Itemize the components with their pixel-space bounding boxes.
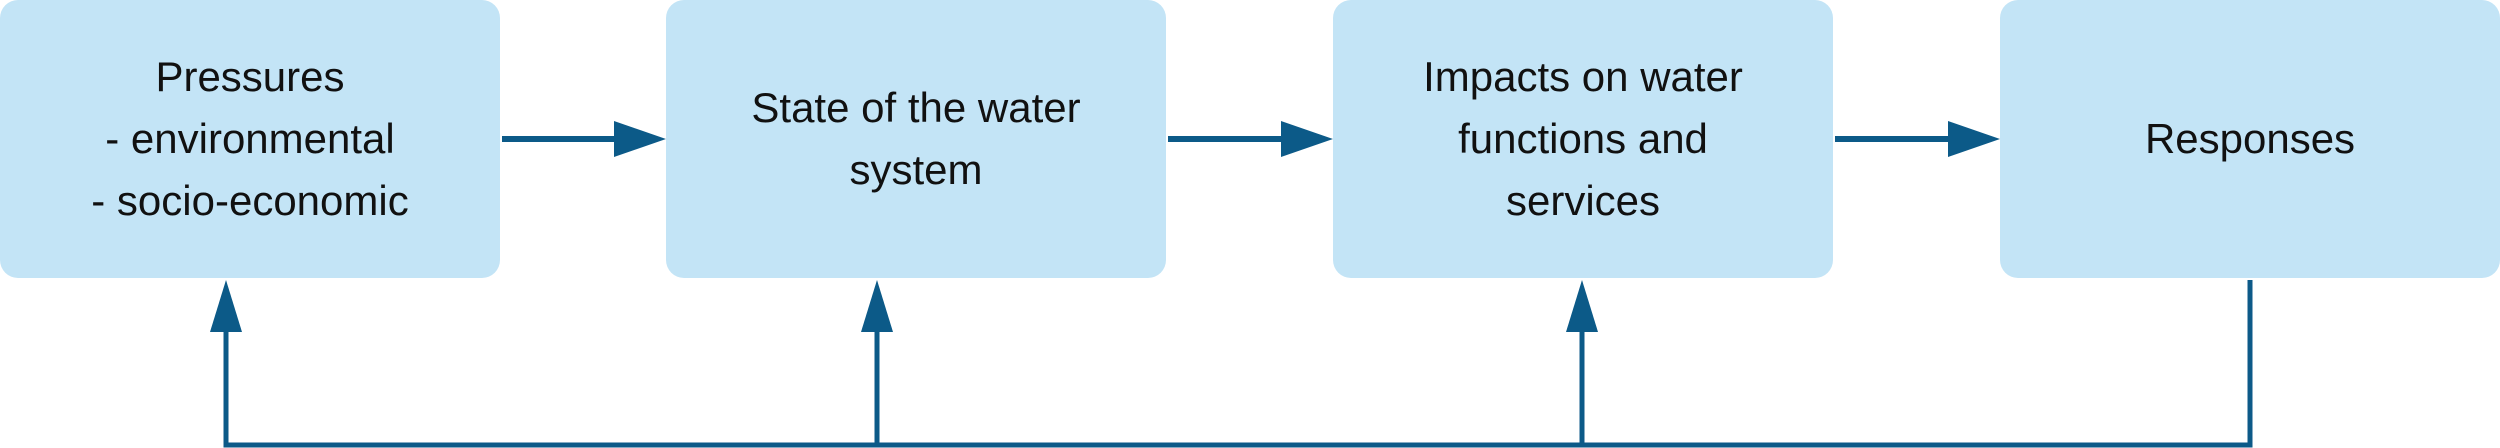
impacts-box-line-2: functions and	[1458, 115, 1708, 162]
arrow-state-to-impacts-head	[1281, 121, 1333, 157]
state-box-line-2: system	[849, 146, 983, 193]
pressures-box-text: Pressures - environmental - socio-econom…	[91, 46, 408, 232]
pressures-box-line-3: - socio-economic	[91, 177, 409, 224]
pressures-box: Pressures - environmental - socio-econom…	[0, 0, 500, 278]
pressures-box-line-2: - environmental	[105, 115, 395, 162]
state-box: State of the water system	[666, 0, 1166, 278]
responses-box-line-1: Responses	[2144, 115, 2356, 162]
state-box-line-1: State of the water	[751, 84, 1081, 131]
impacts-box: Impacts on water functions and services	[1333, 0, 1833, 278]
arrow-impacts-to-responses-head	[1948, 121, 2000, 157]
pressures-box-line-1: Pressures	[155, 53, 345, 100]
feedback-arrow-to-pressures-head	[210, 280, 242, 332]
arrow-pressures-to-state-head	[614, 121, 666, 157]
responses-box-text: Responses	[2145, 108, 2355, 170]
impacts-box-line-3: services	[1505, 177, 1661, 224]
feedback-arrow-to-impacts-head	[1566, 280, 1598, 332]
responses-box: Responses	[2000, 0, 2500, 278]
feedback-loop-line	[223, 280, 2253, 448]
state-box-text: State of the water system	[751, 77, 1080, 201]
feedback-arrow-to-state-head	[861, 280, 893, 332]
impacts-box-line-1: Impacts on water	[1423, 53, 1743, 100]
impacts-box-text: Impacts on water functions and services	[1423, 46, 1743, 232]
